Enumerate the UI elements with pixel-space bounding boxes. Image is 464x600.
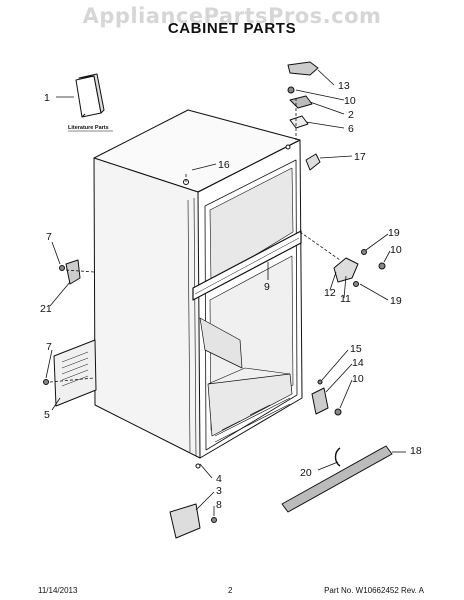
screw-7b (43, 379, 49, 385)
callout-4: 4 (216, 473, 222, 485)
callout-2: 2 (348, 109, 354, 121)
callout-18: 18 (410, 445, 422, 457)
toe-grille (281, 445, 393, 513)
top-hinge-cover (287, 61, 319, 76)
cabinet-body (93, 109, 303, 459)
callout-10c: 10 (352, 373, 364, 385)
callout-5: 5 (44, 409, 50, 421)
hinge-screw (287, 86, 295, 94)
footer-date: 11/14/2013 (38, 586, 78, 595)
literature-booklet (75, 73, 105, 118)
screw-8 (211, 517, 217, 523)
callout-10: 10 (344, 95, 356, 107)
callout-13: 13 (338, 80, 350, 92)
cabinet-part-17 (305, 153, 321, 171)
callout-6: 6 (348, 123, 354, 135)
callout-12: 12 (324, 287, 336, 299)
callout-numbers: 1 13 10 2 6 16 17 7 21 19 10 12 11 19 9 … (40, 80, 422, 511)
top-hinge (289, 95, 313, 109)
screw-19 (361, 249, 367, 255)
callout-14: 14 (352, 357, 364, 369)
callout-20: 20 (300, 467, 312, 479)
diagram-title: CABINET PARTS (167, 20, 297, 37)
callout-17: 17 (354, 151, 366, 163)
callout-19b: 19 (390, 295, 402, 307)
door-stop (65, 259, 81, 285)
hinge-pin (317, 379, 323, 385)
callout-15: 15 (350, 343, 362, 355)
bottom-hinge (311, 387, 329, 415)
callout-3: 3 (216, 485, 222, 497)
callout-19: 19 (388, 227, 400, 239)
compressor-cover (53, 339, 97, 407)
callout-7: 7 (46, 231, 52, 243)
callout-8: 8 (216, 499, 222, 511)
screw-10b (334, 408, 342, 416)
footer-part-number: Part No. W10662452 Rev. A (324, 586, 424, 595)
callout-11: 11 (340, 293, 351, 305)
screw-7 (59, 265, 65, 271)
screw-10 (378, 262, 386, 270)
callout-16: 16 (218, 159, 230, 171)
watermark-text: AppliancePartsPros.com (82, 4, 382, 28)
callout-1: 1 (44, 92, 50, 104)
callout-9: 9 (264, 281, 270, 293)
footer-page-number: 2 (228, 586, 233, 595)
callout-10b: 10 (390, 244, 402, 256)
hinge-shim (289, 115, 309, 129)
screw-19b (353, 281, 359, 287)
callout-7b: 7 (46, 341, 52, 353)
leveling-bracket (169, 503, 201, 539)
literature-label: Literature Parts (68, 125, 109, 131)
roller-4 (195, 463, 201, 469)
center-hinge (333, 257, 359, 283)
grille-clip (334, 447, 341, 467)
callout-21: 21 (40, 303, 52, 315)
